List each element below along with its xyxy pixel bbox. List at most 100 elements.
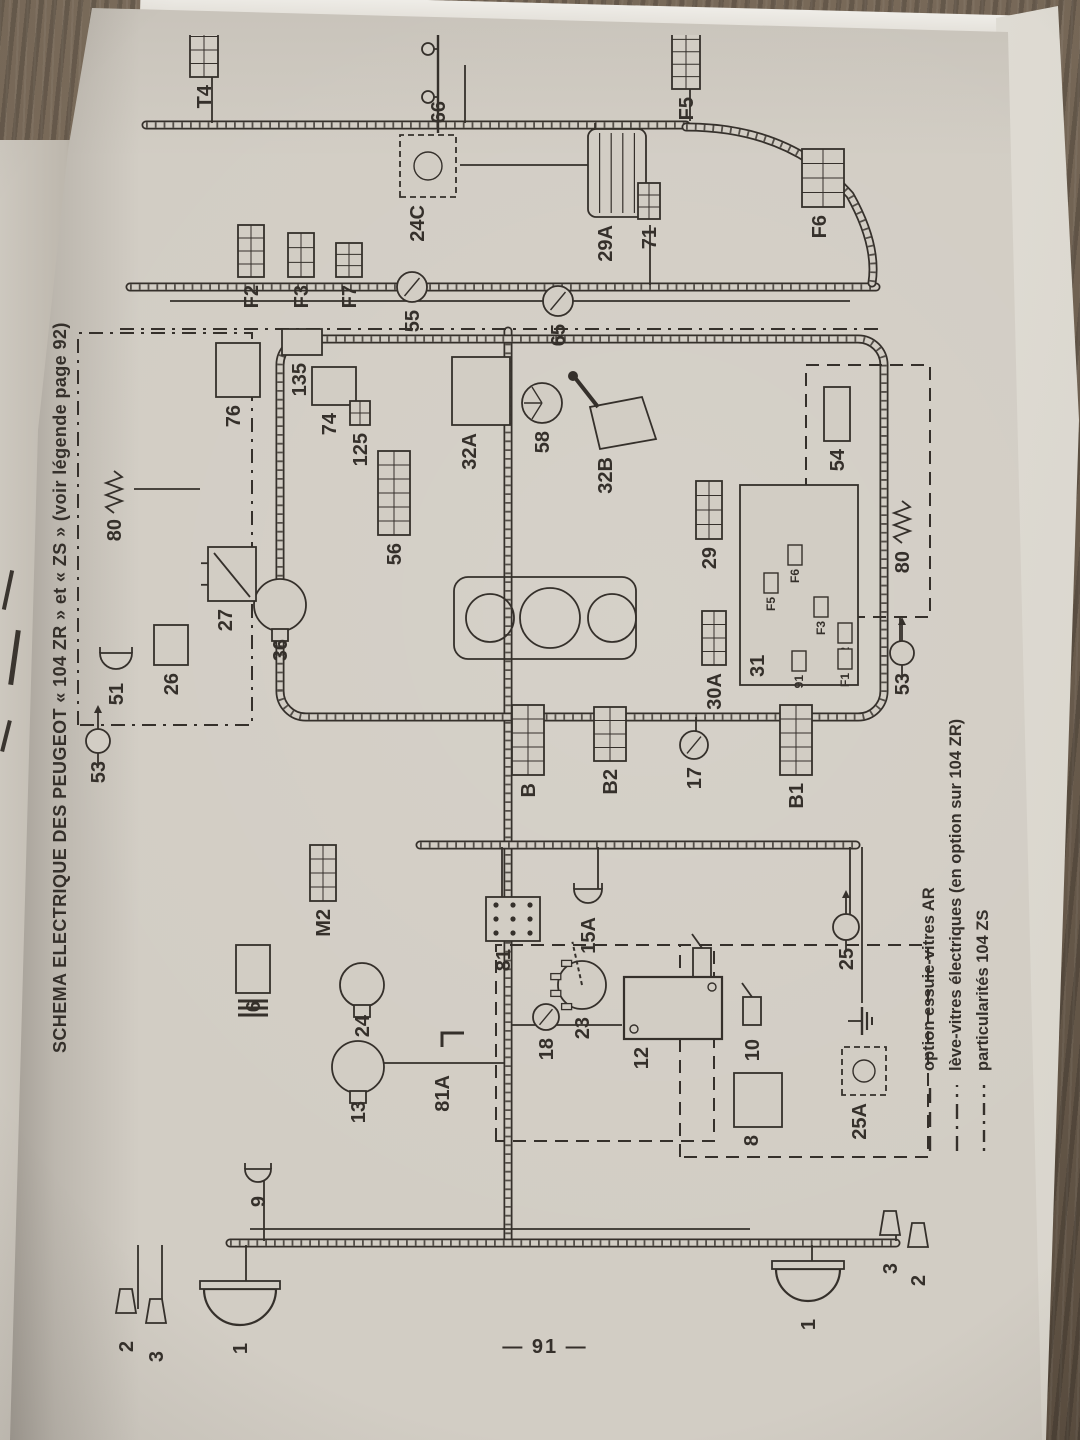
component-label: 24C bbox=[407, 205, 429, 242]
component-56: 56 bbox=[377, 450, 411, 565]
component-24: 24 bbox=[339, 962, 385, 1037]
component-F6: F6 bbox=[801, 148, 845, 238]
legend-item-2: particularités 104 ZS bbox=[970, 719, 997, 1153]
component-53: 53 bbox=[85, 705, 111, 783]
component-label: 53 bbox=[88, 761, 110, 783]
component-36: 36 bbox=[253, 578, 307, 661]
component-31: 31 bbox=[739, 484, 859, 686]
component-3: 3 bbox=[878, 1210, 902, 1274]
component-2: 2 bbox=[114, 1288, 138, 1352]
component-80: 80 bbox=[103, 470, 126, 541]
component-label: 10 bbox=[742, 1039, 764, 1061]
component-label: F7 bbox=[339, 285, 361, 308]
component-label: B bbox=[518, 783, 540, 797]
component-58: 58 bbox=[521, 382, 563, 453]
component-74: 74 bbox=[311, 366, 357, 435]
component-label: B1 bbox=[786, 783, 808, 809]
component-18: 18 bbox=[532, 1003, 560, 1060]
component-label: 56 bbox=[384, 543, 406, 565]
component-label: 74 bbox=[319, 412, 341, 435]
legend-item-1: lève-vitres électriques (en option sur 1… bbox=[943, 719, 970, 1153]
component-label: 25A bbox=[849, 1103, 871, 1140]
component-23: 23 bbox=[550, 941, 607, 1039]
component-F7: F7 bbox=[335, 242, 363, 308]
legend-item-0: option essuie-vitres AR bbox=[916, 719, 943, 1153]
component-label: 81A bbox=[432, 1075, 454, 1112]
component-label: 31 bbox=[747, 655, 769, 677]
page-number: — 91 — bbox=[502, 1336, 588, 1358]
component-label: 65 bbox=[548, 324, 570, 346]
legend-line-sample bbox=[982, 1085, 985, 1151]
component-76: 76 bbox=[215, 342, 261, 427]
legend-line-sample bbox=[928, 1085, 931, 1151]
component-91: 91 bbox=[791, 650, 807, 688]
component-B1: B1 bbox=[779, 704, 813, 809]
component-label: 54 bbox=[827, 448, 849, 471]
component-label: 26 bbox=[161, 673, 183, 695]
component-80: 80 bbox=[891, 500, 914, 573]
component-32A: 32A bbox=[451, 356, 511, 470]
component-label: F5 bbox=[676, 97, 698, 120]
component-label: 2 bbox=[116, 1341, 138, 1352]
component-label: 6 bbox=[243, 1001, 265, 1012]
component-label: 58 bbox=[532, 431, 554, 453]
component-label: 1 bbox=[230, 1343, 252, 1354]
component-label: 32B bbox=[595, 457, 617, 494]
component-25A: 25A bbox=[841, 1046, 887, 1140]
legend-item-label: option essuie-vitres AR bbox=[920, 887, 938, 1071]
component-label: 12 bbox=[631, 1047, 653, 1069]
component-label: F3 bbox=[291, 285, 313, 308]
component-13: 13 bbox=[331, 1040, 385, 1123]
component-label: 24 bbox=[352, 1014, 374, 1037]
component-54: 54 bbox=[823, 386, 851, 471]
component-F6: F6 bbox=[787, 544, 803, 583]
component-label: 51 bbox=[106, 683, 128, 705]
component-25: 25 bbox=[832, 890, 860, 970]
component-F3: F3 bbox=[813, 596, 829, 635]
component-label: 29A bbox=[595, 225, 617, 262]
component-1: 1 bbox=[771, 1260, 845, 1330]
component-label: 18 bbox=[536, 1038, 558, 1060]
component-2: 2 bbox=[906, 1222, 930, 1286]
component-label: 15A bbox=[578, 917, 600, 954]
component-label: 81 bbox=[493, 949, 515, 971]
component-15A: 15A bbox=[573, 883, 603, 954]
instrument-cluster bbox=[453, 576, 637, 660]
component-8: 8 bbox=[733, 1072, 783, 1146]
component-label: 8 bbox=[741, 1135, 763, 1146]
component-label: B2 bbox=[600, 769, 622, 795]
component-label: 71 bbox=[639, 227, 661, 249]
component-label: F1 bbox=[838, 673, 852, 687]
component-label: 76 bbox=[223, 405, 245, 427]
component-12: 12 bbox=[622, 975, 724, 1069]
component-9: 9 bbox=[244, 1163, 272, 1207]
component-label: 80 bbox=[892, 551, 914, 573]
component-label: 30A bbox=[704, 673, 726, 710]
legend-item-label: lève-vitres électriques (en option sur 1… bbox=[947, 718, 965, 1071]
component-30A: 30A bbox=[701, 610, 727, 710]
component-label: 17 bbox=[684, 767, 706, 789]
component-label: 125 bbox=[350, 433, 372, 466]
component-F2: F2 bbox=[237, 224, 265, 308]
component-125: 125 bbox=[349, 400, 372, 466]
component-B: B bbox=[511, 704, 545, 797]
component-label: 55 bbox=[402, 310, 424, 332]
component-M2: M2 bbox=[309, 844, 337, 937]
component-71: 71 bbox=[637, 182, 661, 249]
component-F3: F3 bbox=[287, 232, 315, 308]
component-label: F6 bbox=[788, 569, 802, 583]
component-label: 3 bbox=[146, 1351, 168, 1362]
component-1: 1 bbox=[199, 1280, 281, 1354]
component-label: 66 bbox=[428, 101, 450, 123]
component-label: T4 bbox=[194, 84, 216, 108]
component-32B: 32B bbox=[568, 371, 658, 494]
component-label: 27 bbox=[215, 609, 237, 631]
component-66: 66 bbox=[421, 35, 450, 133]
component-29A: 29A bbox=[587, 128, 647, 262]
component-26: 26 bbox=[153, 624, 189, 695]
component-label: 3 bbox=[880, 1263, 902, 1274]
component-label: 32A bbox=[459, 433, 481, 470]
component-label: 80 bbox=[104, 519, 126, 541]
